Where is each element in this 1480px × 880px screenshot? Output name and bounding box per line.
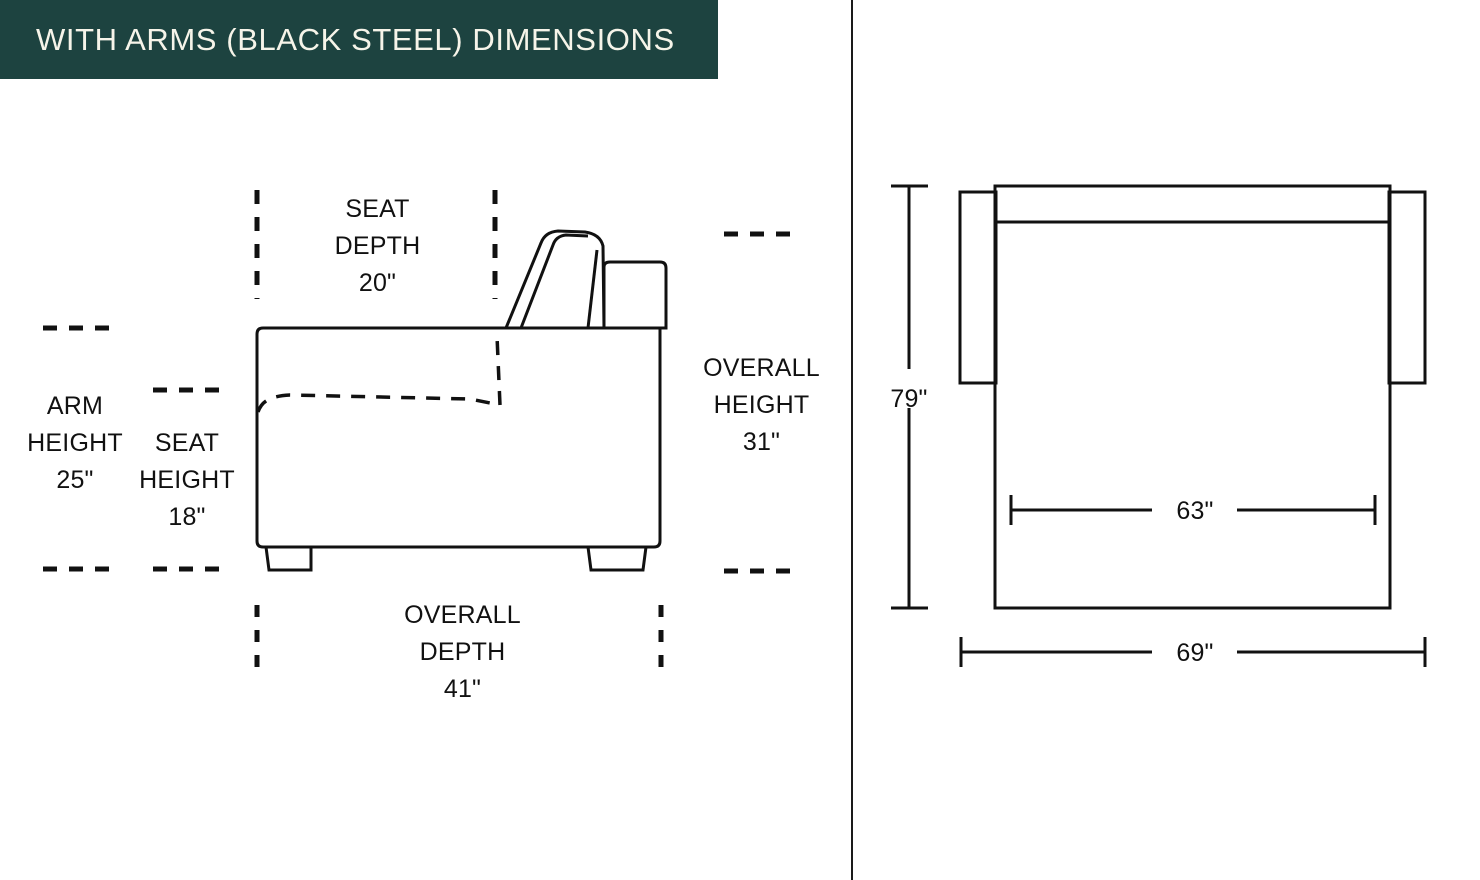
sofa-front-foot	[264, 545, 313, 572]
sofa-back-block	[602, 260, 668, 330]
depth-79-label: 79"	[890, 385, 928, 413]
sofa-rear-foot	[586, 545, 648, 572]
back-cushion-dashed-line	[495, 335, 502, 406]
side-view-group	[43, 190, 791, 678]
seat-height-label: SEAT HEIGHT 18"	[139, 429, 235, 531]
inner-width-63-label: 63"	[1176, 497, 1214, 525]
page-title: WITH ARMS (BLACK STEEL) DIMENSIONS	[36, 21, 675, 57]
back-cushion-outer	[503, 229, 606, 330]
sofa-body-outline	[255, 326, 662, 549]
top-view-group	[891, 184, 1427, 667]
top-view-body	[993, 184, 1392, 610]
overall-width-69-label: 69"	[1176, 639, 1214, 667]
panel-divider	[851, 0, 853, 880]
seat-cushion-dashed-line	[256, 393, 501, 413]
back-cushion-inner-seam	[519, 233, 589, 329]
header-banner: WITH ARMS (BLACK STEEL) DIMENSIONS	[0, 0, 718, 79]
overall-depth-label: OVERALL DEPTH 41"	[404, 601, 521, 703]
overall-height-label: OVERALL HEIGHT 31"	[703, 354, 820, 456]
top-view-left-arm	[958, 190, 998, 385]
back-cushion-right-seam	[586, 249, 599, 329]
arm-height-label: ARM HEIGHT 25"	[27, 392, 123, 494]
seat-depth-label: SEAT DEPTH 20"	[334, 195, 421, 297]
top-view-right-arm	[1387, 190, 1427, 385]
